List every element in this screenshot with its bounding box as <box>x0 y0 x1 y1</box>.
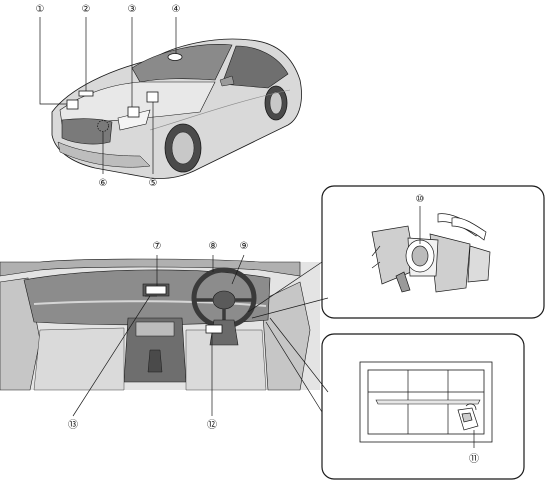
interior-right-door <box>261 281 311 391</box>
callout-5: ⑤ <box>149 178 158 189</box>
component-1-box <box>66 99 79 110</box>
svg-text:④: ④ <box>172 4 181 15</box>
component-3-box <box>127 106 140 118</box>
svg-text:⑩: ⑩ <box>416 194 425 205</box>
svg-text:⑬: ⑬ <box>68 419 78 431</box>
control-module-unit <box>457 403 479 431</box>
exterior-components <box>66 53 183 132</box>
interior-steering-hub <box>212 290 236 310</box>
interior-floor-right <box>185 329 267 391</box>
car-grille <box>61 118 113 145</box>
car-bumper <box>57 141 151 168</box>
car-side-mirror <box>219 75 235 87</box>
car-front-rim <box>171 131 195 165</box>
component-6-marker <box>97 120 109 132</box>
control-module-bar <box>375 399 481 405</box>
interior-dashboard <box>23 269 271 326</box>
component-5-box <box>146 91 159 103</box>
callout-9: ⑨ <box>240 241 249 252</box>
car-body-crease <box>149 89 291 131</box>
callout-4: ④ <box>172 4 181 15</box>
callout-12: ⑫ <box>207 419 217 431</box>
callout-6: ⑥ <box>99 178 108 189</box>
svg-text:⑪: ⑪ <box>469 453 479 465</box>
leader-13 <box>72 295 151 417</box>
panel-10-pointer <box>247 261 329 319</box>
combination-switch-illustration <box>371 213 491 293</box>
panel-11-pointer <box>265 317 329 413</box>
svg-text:⑧: ⑧ <box>209 241 218 252</box>
callout-8: ⑧ <box>209 241 218 252</box>
svg-text:⑫: ⑫ <box>207 419 217 431</box>
component-2-box <box>78 90 94 97</box>
component-12-box <box>205 324 223 334</box>
leader-1 <box>39 17 67 105</box>
interior-components <box>145 285 223 334</box>
svg-text:⑨: ⑨ <box>240 241 249 252</box>
svg-text:⑥: ⑥ <box>99 178 108 189</box>
callout-7: ⑦ <box>153 241 162 252</box>
interior-shifter <box>147 349 163 373</box>
detail-panel-11 <box>321 333 525 480</box>
callout-1: ① <box>36 4 45 15</box>
component-7-box <box>145 285 167 295</box>
callout-3: ③ <box>128 4 137 15</box>
svg-text:③: ③ <box>128 4 137 15</box>
car-interior-illustration <box>0 258 320 391</box>
callout-10: ⑩ <box>416 194 425 205</box>
detail-panel-10 <box>321 185 545 319</box>
interior-dash-trim <box>33 300 267 307</box>
svg-text:⑦: ⑦ <box>153 241 162 252</box>
svg-text:⑤: ⑤ <box>149 178 158 189</box>
callout-numbers: ① ② ③ ④ ⑤ ⑥ ⑦ ⑧ ⑨ ⑩ ⑪ ⑫ ⑬ <box>36 4 479 465</box>
car-windshield <box>131 44 233 83</box>
component-4-box <box>167 53 183 61</box>
svg-text:②: ② <box>82 4 91 15</box>
callout-2: ② <box>82 4 91 15</box>
callout-11: ⑪ <box>469 453 479 465</box>
leader-9 <box>231 254 245 285</box>
car-side-windows <box>221 45 289 89</box>
interior-center-stack <box>135 321 175 337</box>
callout-13: ⑬ <box>68 419 78 431</box>
callout-leader-lines <box>39 17 475 448</box>
interior-floor-left <box>33 327 125 391</box>
interior-windshield-frame <box>0 258 301 277</box>
car-rear-rim <box>269 91 283 115</box>
svg-text:①: ① <box>36 4 45 15</box>
car-exterior-illustration <box>51 38 302 179</box>
